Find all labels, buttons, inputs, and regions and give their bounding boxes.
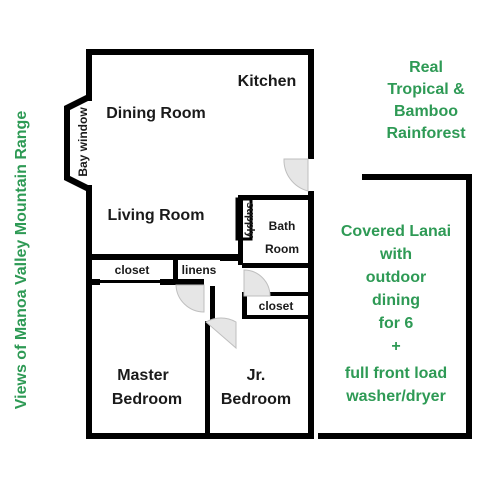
label-closet-right: closet bbox=[259, 299, 294, 313]
lanai-line: dining bbox=[372, 292, 420, 309]
rainforest-line: Tropical & bbox=[387, 81, 465, 98]
lanai-line: outdoor bbox=[366, 269, 426, 286]
label-jr-line1: Jr. bbox=[247, 367, 266, 384]
label-jr-line2: Bedroom bbox=[221, 391, 291, 408]
label-kitchen: Kitchen bbox=[238, 73, 297, 90]
lanai-line: full front load bbox=[345, 365, 447, 382]
lanai-line: Covered Lanai bbox=[341, 223, 451, 240]
lanai-line: + bbox=[391, 338, 400, 355]
walls bbox=[64, 49, 472, 439]
label-linens: linens bbox=[182, 263, 217, 277]
lanai-line: with bbox=[379, 246, 412, 263]
label-bath-line1: Bath bbox=[269, 219, 296, 233]
label-master-line2: Bedroom bbox=[112, 391, 182, 408]
rainforest-line: Rainforest bbox=[386, 125, 466, 142]
rainforest-line: Bamboo bbox=[394, 103, 458, 120]
label-supply: supply bbox=[244, 202, 256, 238]
label-bath-line2: Room bbox=[265, 242, 299, 256]
label-dining-room: Dining Room bbox=[106, 105, 206, 122]
rainforest-line: Real bbox=[409, 59, 443, 76]
label-bay-window: Bay window bbox=[76, 107, 90, 177]
door-swings bbox=[175, 158, 309, 350]
label-master-line1: Master bbox=[117, 367, 169, 384]
rainforest-note: Real Tropical & Bamboo Rainforest bbox=[386, 59, 466, 142]
label-closet-left: closet bbox=[115, 263, 150, 277]
lanai-line: for 6 bbox=[379, 315, 414, 332]
side-label-views: Views of Manoa Valley Mountain Range bbox=[13, 111, 30, 410]
lanai-line: washer/dryer bbox=[345, 388, 446, 405]
label-living-room: Living Room bbox=[108, 207, 205, 224]
lanai-note: Covered Lanai with outdoor dining for 6 … bbox=[341, 223, 451, 405]
